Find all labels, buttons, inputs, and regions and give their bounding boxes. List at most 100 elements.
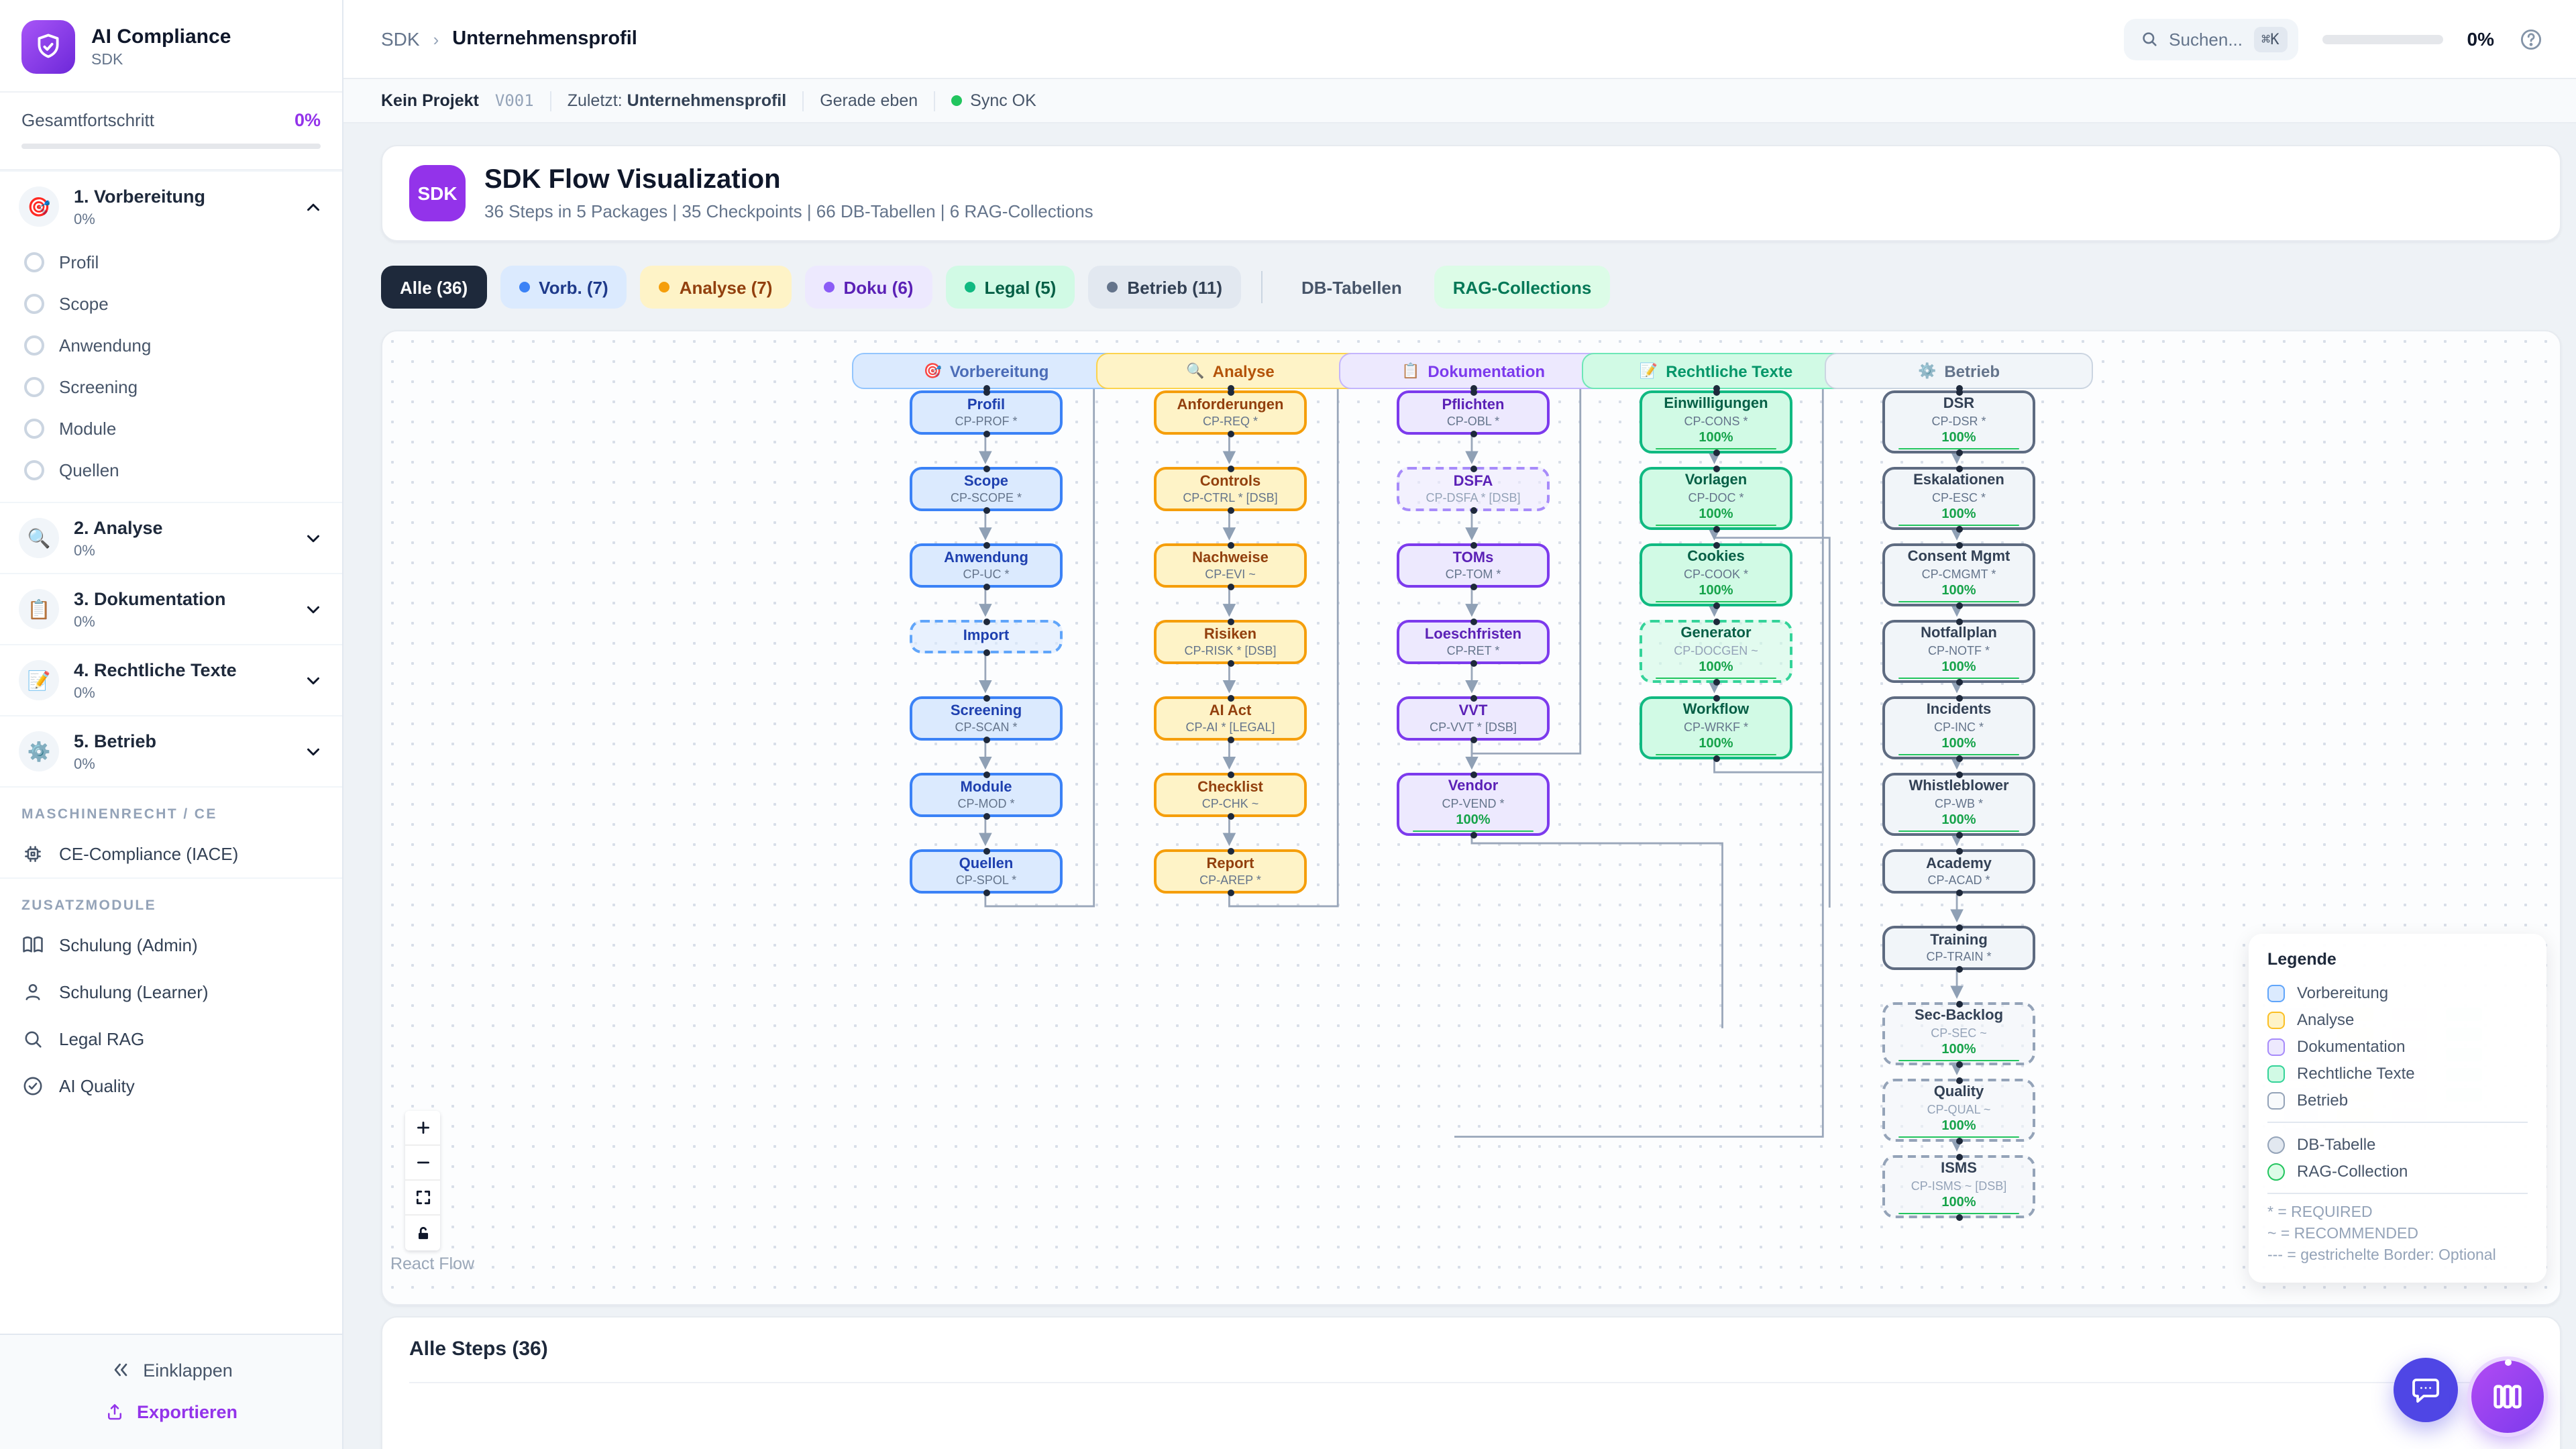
filter-analyse-7[interactable]: Analyse (7) — [640, 266, 792, 309]
legend-title: Legende — [2267, 950, 2337, 969]
node-title: Nachweise — [1192, 549, 1269, 566]
sidebar-phase-block: 📋 3. Dokumentation 0% — [0, 573, 342, 644]
sidebar-item-ce-compliance-iace[interactable]: CE-Compliance (IACE) — [0, 830, 342, 877]
sidebar-item-scope[interactable]: Scope — [0, 283, 342, 325]
unlock-button[interactable] — [405, 1216, 440, 1250]
book-icon — [23, 936, 43, 953]
filter-betrieb-11[interactable]: Betrieb (11) — [1088, 266, 1241, 309]
search-input[interactable]: Suchen... ⌘K — [2123, 18, 2298, 60]
export-button[interactable]: Exportieren — [0, 1391, 342, 1433]
sidebar-item-ai-quality[interactable]: AI Quality — [0, 1063, 342, 1110]
sidebar-phase-5-betrieb[interactable]: ⚙️ 5. Betrieb 0% — [0, 716, 342, 786]
node-progress-bar — [1898, 447, 2019, 448]
zoom-in-button[interactable] — [405, 1111, 440, 1146]
filter-vorb-7[interactable]: Vorb. (7) — [500, 266, 627, 309]
sidebar-item-module[interactable]: Module — [0, 408, 342, 449]
sidebar-phase-3-dokumentation[interactable]: 📋 3. Dokumentation 0% — [0, 574, 342, 644]
sidebar-phase-1-vorbereitung[interactable]: 🎯 1. Vorbereitung 0% — [0, 172, 342, 241]
sidebar-item-anwendung[interactable]: Anwendung — [0, 325, 342, 366]
sidebar-phase-4-rechtliche-texte[interactable]: 📝 4. Rechtliche Texte 0% — [0, 645, 342, 715]
flow-node-import[interactable]: Import — [910, 618, 1063, 655]
sidebar-phase-2-analyse[interactable]: 🔍 2. Analyse 0% — [0, 503, 342, 573]
chat-button[interactable] — [2394, 1358, 2458, 1422]
node-code: CP-QUAL ~ — [1927, 1102, 1991, 1116]
sidebar-item-legal-rag[interactable]: Legal RAG — [0, 1016, 342, 1063]
overall-progress-value: 0% — [294, 110, 321, 130]
collapse-sidebar-button[interactable]: Einklappen — [0, 1348, 342, 1391]
sidebar-item-label: Schulung (Learner) — [59, 982, 209, 1002]
sidebar-item-screening[interactable]: Screening — [0, 366, 342, 408]
legend-swatch — [2267, 984, 2285, 1002]
filter-legal-5[interactable]: Legal (5) — [945, 266, 1075, 309]
node-code: CP-VEND * — [1442, 796, 1505, 810]
filter-db-tabellen[interactable]: DB-Tabellen — [1283, 266, 1421, 309]
filter-alle-36[interactable]: Alle (36) — [381, 266, 487, 309]
filter-dot — [823, 282, 835, 292]
filter-doku-6[interactable]: Doku (6) — [804, 266, 932, 309]
columns-view-button[interactable] — [2471, 1359, 2544, 1433]
sidebar-item-quellen[interactable]: Quellen — [0, 449, 342, 491]
phase-progress: 0% — [74, 543, 95, 559]
breadcrumb-root[interactable]: SDK — [381, 28, 420, 50]
node-progress-bar — [1656, 600, 1776, 601]
chevron-down-icon — [303, 528, 323, 548]
sidebar-item-label: Module — [59, 419, 117, 439]
sidebar-item-schulung-learner[interactable]: Schulung (Learner) — [0, 969, 342, 1016]
node-title: Loeschfristen — [1424, 626, 1522, 643]
legend-entry-db-tabelle: DB-Tabelle — [2267, 1131, 2528, 1158]
sidebar-item-schulung-admin[interactable]: Schulung (Admin) — [0, 922, 342, 969]
node-code: CP-AI * [LEGAL] — [1185, 720, 1275, 735]
filter-label: Alle (36) — [400, 277, 468, 297]
fit-view-button[interactable] — [405, 1181, 440, 1216]
sidebar-phase-block: 📝 4. Rechtliche Texte 0% — [0, 644, 342, 715]
vorbereitung-icon: 🎯 — [923, 364, 942, 380]
sidebar-phase-block: 🎯 1. Vorbereitung 0% Profil Scope Anwend… — [0, 170, 342, 502]
sidebar-item-profil[interactable]: Profil — [0, 241, 342, 283]
column-label: Dokumentation — [1428, 362, 1546, 380]
zoom-out-button[interactable] — [405, 1146, 440, 1181]
node-title: Profil — [967, 396, 1006, 413]
help-icon[interactable] — [2518, 26, 2544, 52]
filter-rag-collections[interactable]: RAG-Collections — [1434, 266, 1611, 309]
node-progress-bar — [1898, 1212, 2019, 1213]
sidebar-item-label: Screening — [59, 377, 138, 397]
gear-icon: ⚙️ — [19, 731, 59, 771]
phase-label: 2. Analyse — [74, 518, 163, 538]
